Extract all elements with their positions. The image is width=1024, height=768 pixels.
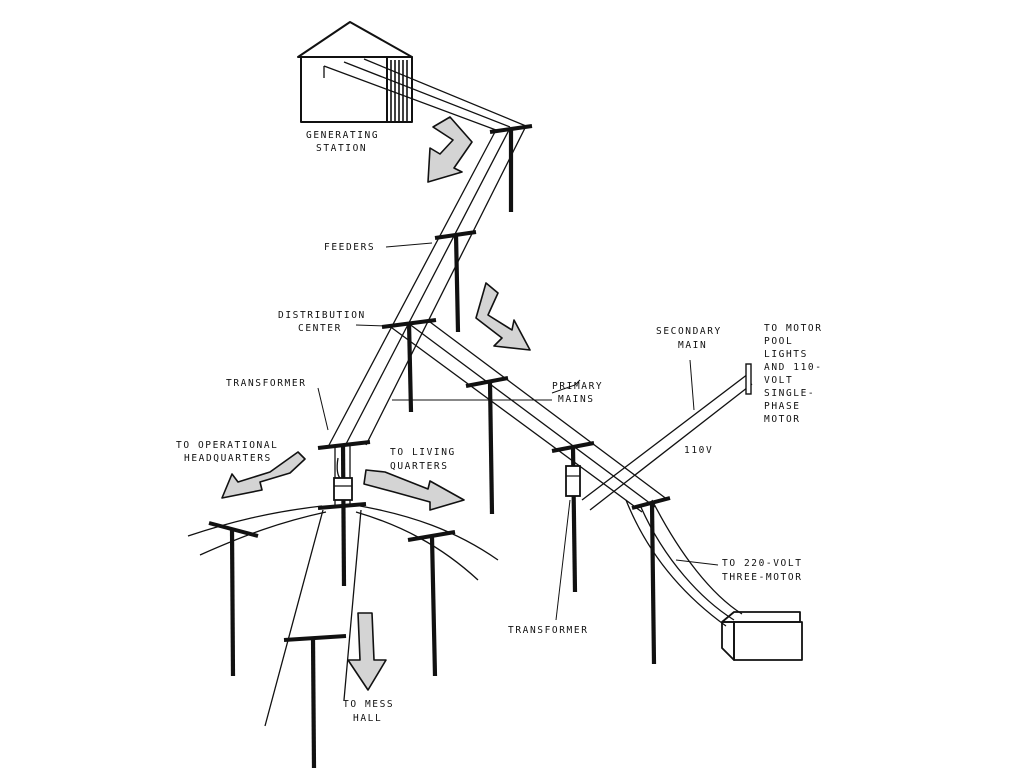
svg-text:FEEDERS: FEEDERS (324, 242, 375, 253)
feeder-lines (327, 125, 527, 448)
svg-text:DISTRIBUTION: DISTRIBUTION (278, 310, 366, 321)
three-phase-drop-lines (625, 499, 743, 627)
label-generating-station: GENERATING STATION (306, 130, 379, 154)
svg-text:TRANSFORMER: TRANSFORMER (226, 378, 307, 389)
label-feeders: FEEDERS (324, 242, 375, 253)
svg-text:110V: 110V (684, 445, 713, 456)
svg-text:TO OPERATIONAL: TO OPERATIONAL (176, 440, 278, 451)
svg-text:MOTOR: MOTOR (764, 414, 801, 425)
label-transformer-upper: TRANSFORMER (226, 378, 307, 389)
svg-text:LIGHTS: LIGHTS (764, 349, 808, 360)
leader-lines (317, 242, 719, 621)
label-primary-mains: PRIMARY MAINS (552, 381, 603, 405)
svg-text:HALL: HALL (353, 713, 382, 724)
label-to-living-quarters: TO LIVING QUARTERS (390, 447, 456, 472)
svg-text:TO MOTOR: TO MOTOR (764, 323, 823, 334)
label-to-220-volt: TO 220-VOLT THREE-MOTOR (722, 558, 803, 583)
svg-text:GENERATING: GENERATING (306, 130, 379, 141)
generating-station-building (297, 21, 527, 131)
svg-text:THREE-MOTOR: THREE-MOTOR (722, 572, 803, 583)
svg-text:TO 220-VOLT: TO 220-VOLT (722, 558, 803, 569)
label-to-operational-hq: TO OPERATIONAL HEADQUARTERS (176, 440, 278, 464)
svg-text:MAINS: MAINS (558, 394, 595, 405)
arrow-to-distribution (475, 282, 531, 351)
svg-text:HEADQUARTERS: HEADQUARTERS (184, 453, 272, 464)
svg-text:MAIN: MAIN (678, 340, 707, 351)
svg-text:TO LIVING: TO LIVING (390, 447, 456, 458)
label-110v: 110V (684, 445, 713, 456)
label-distribution-center: DISTRIBUTION CENTER (278, 310, 366, 334)
svg-text:SECONDARY: SECONDARY (656, 326, 722, 337)
utility-poles (208, 124, 671, 768)
svg-text:SINGLE-: SINGLE- (764, 388, 815, 399)
arrow-to-mess-hall (347, 612, 387, 691)
secondary-main-lines (581, 363, 753, 511)
svg-text:QUARTERS: QUARTERS (390, 461, 449, 472)
svg-text:PRIMARY: PRIMARY (552, 381, 603, 392)
motor-box (721, 611, 803, 661)
svg-text:STATION: STATION (316, 143, 367, 154)
svg-text:AND 110-: AND 110- (764, 362, 823, 373)
svg-text:TO MESS: TO MESS (343, 699, 394, 710)
transformer-hub (333, 457, 353, 501)
transformer-primary (565, 465, 581, 497)
arrow-to-operational-hq (221, 451, 306, 499)
flow-arrows (221, 116, 531, 691)
arrow-from-station (427, 116, 473, 183)
svg-text:POOL: POOL (764, 336, 793, 347)
label-transformer-lower: TRANSFORMER (508, 625, 589, 636)
label-secondary-main: SECONDARY MAIN (656, 326, 722, 351)
label-to-motor-pool: TO MOTOR POOL LIGHTS AND 110- VOLT SINGL… (764, 323, 823, 425)
svg-text:VOLT: VOLT (764, 375, 793, 386)
svg-text:TRANSFORMER: TRANSFORMER (508, 625, 589, 636)
svg-text:PHASE: PHASE (764, 401, 801, 412)
label-to-mess-hall: TO MESS HALL (343, 699, 394, 724)
svg-text:CENTER: CENTER (298, 323, 342, 334)
arrow-to-living-quarters (363, 469, 465, 511)
